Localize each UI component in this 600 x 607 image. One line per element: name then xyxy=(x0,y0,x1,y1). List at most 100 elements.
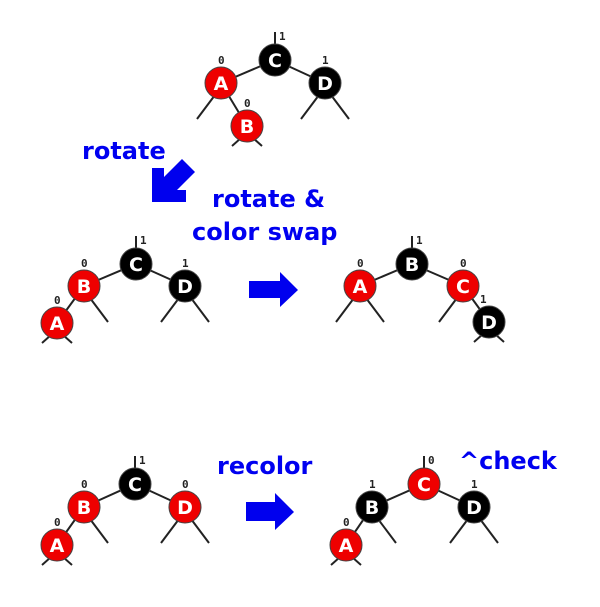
red-node-circle xyxy=(67,490,101,524)
node-key-label: B xyxy=(77,276,91,298)
leaf-edge xyxy=(300,94,320,120)
leaf-edge xyxy=(438,297,458,323)
black-height-label: 0 xyxy=(244,97,251,110)
node-key-label: A xyxy=(353,276,368,298)
red-node-circle xyxy=(230,109,264,143)
tree-node-c: C0 xyxy=(446,257,480,303)
tree-node-d: D1 xyxy=(472,293,506,339)
tree-node-b: B0 xyxy=(67,478,101,524)
black-height-label: 1 xyxy=(480,293,487,306)
node-key-label: A xyxy=(50,313,65,335)
black-height-label: 0 xyxy=(81,257,88,270)
leaf-edge xyxy=(335,297,355,323)
node-key-label: D xyxy=(177,276,193,298)
leaf-edge xyxy=(479,518,499,544)
tree-node-c: C0 xyxy=(407,454,441,501)
tree-node-a: A0 xyxy=(204,54,238,100)
red-node-circle xyxy=(168,490,202,524)
node-key-label: C xyxy=(129,254,143,276)
black-node-circle xyxy=(118,467,152,501)
tree-node-d: D1 xyxy=(308,54,342,100)
red-node-circle xyxy=(40,528,74,562)
node-key-label: A xyxy=(50,535,65,557)
leaf-edge xyxy=(196,94,216,120)
black-height-label: 1 xyxy=(471,478,478,491)
black-height-label: 1 xyxy=(322,54,329,67)
leaf-edge xyxy=(377,518,397,544)
black-node-circle xyxy=(258,43,292,77)
black-height-label: 0 xyxy=(343,516,350,529)
tree-node-a: A0 xyxy=(329,516,363,562)
black-node-circle xyxy=(355,490,389,524)
red-node-circle xyxy=(446,269,480,303)
node-key-label: D xyxy=(481,312,497,334)
black-height-label: 0 xyxy=(357,257,364,270)
tree-node-a: A0 xyxy=(343,257,377,303)
black-height-label: 1 xyxy=(416,234,423,247)
tree-node-a: A0 xyxy=(40,516,74,562)
node-key-label: C xyxy=(456,276,470,298)
leaf-edge xyxy=(160,518,180,544)
black-node-circle xyxy=(308,66,342,100)
node-key-label: B xyxy=(240,116,254,138)
black-height-label: 0 xyxy=(428,454,435,467)
black-height-label: 1 xyxy=(182,257,189,270)
black-node-circle xyxy=(119,247,153,281)
tree-node-b: B1 xyxy=(395,234,429,281)
node-key-label: C xyxy=(128,474,142,496)
arrow-down-left-icon xyxy=(152,159,195,202)
tree-node-d: D1 xyxy=(457,478,491,524)
black-node-circle xyxy=(168,269,202,303)
rotate-label: rotate xyxy=(82,137,166,165)
red-node-circle xyxy=(204,66,238,100)
leaf-edge xyxy=(330,94,350,120)
leaf-edge xyxy=(190,518,210,544)
black-height-label: 0 xyxy=(218,54,225,67)
node-key-label: D xyxy=(177,497,193,519)
black-height-label: 1 xyxy=(369,478,376,491)
node-key-label: B xyxy=(405,254,419,276)
tree-node-a: A0 xyxy=(40,294,74,340)
leaf-edge xyxy=(449,518,469,544)
recolor-label: recolor xyxy=(217,452,313,480)
tree-node-d: D1 xyxy=(168,257,202,303)
leaf-edge xyxy=(89,297,109,323)
black-height-label: 0 xyxy=(54,294,61,307)
red-node-circle xyxy=(67,269,101,303)
node-key-label: A xyxy=(339,535,354,557)
black-height-label: 0 xyxy=(182,478,189,491)
node-key-label: C xyxy=(268,50,282,72)
tree-node-b: B0 xyxy=(67,257,101,303)
leaf-edge xyxy=(365,297,385,323)
red-node-circle xyxy=(40,306,74,340)
node-key-label: B xyxy=(365,497,379,519)
black-height-label: 0 xyxy=(460,257,467,270)
tree-node-b: B0 xyxy=(230,97,264,143)
leaf-edge xyxy=(160,297,180,323)
transition-arrows xyxy=(152,159,298,530)
rotate-swap-label-line2: color swap xyxy=(192,218,338,246)
node-key-label: D xyxy=(317,73,333,95)
leaf-edge xyxy=(190,297,210,323)
tree-node-b: B1 xyxy=(355,478,389,524)
node-key-label: A xyxy=(214,73,229,95)
node-key-label: B xyxy=(77,497,91,519)
check-label: ^check xyxy=(459,447,557,475)
tree-node-c: C1 xyxy=(118,454,152,501)
black-height-label: 0 xyxy=(81,478,88,491)
black-height-label: 1 xyxy=(140,234,147,247)
tree-node-c: C1 xyxy=(119,234,153,281)
tree-node-c: C1 xyxy=(258,30,292,77)
rotate-swap-label-line1: rotate & xyxy=(212,185,326,213)
black-node-circle xyxy=(457,490,491,524)
black-node-circle xyxy=(395,247,429,281)
black-height-label: 1 xyxy=(279,30,286,43)
tree-node-d: D0 xyxy=(168,478,202,524)
